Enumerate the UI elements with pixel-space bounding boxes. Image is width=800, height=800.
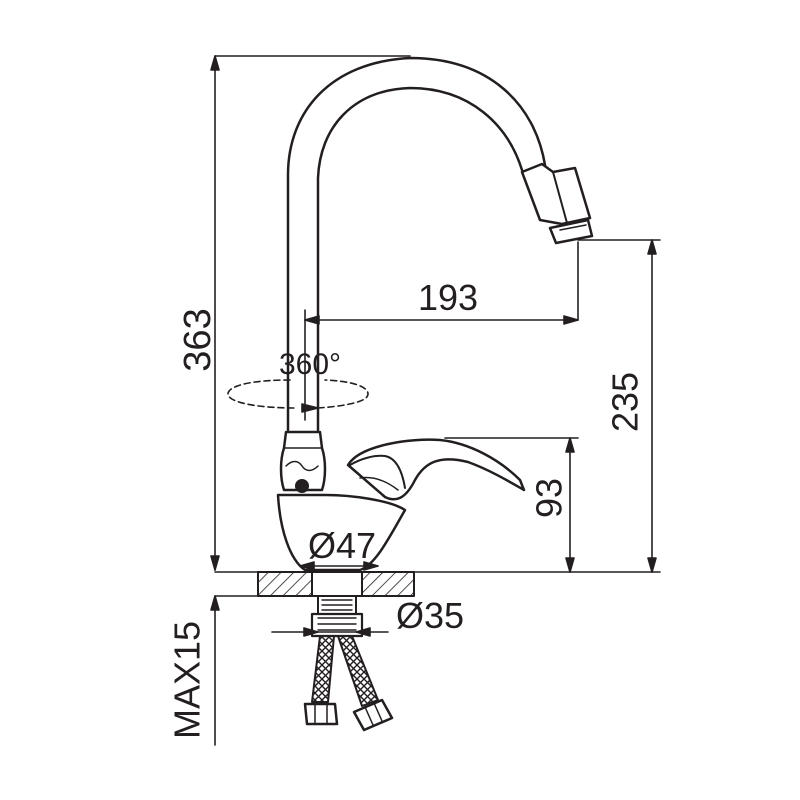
label-total-height: 363 bbox=[177, 308, 219, 371]
label-spout-height: 235 bbox=[605, 372, 646, 432]
spout-tube bbox=[286, 56, 547, 432]
label-base-diameter: Ø47 bbox=[308, 525, 376, 566]
spout-nozzle bbox=[520, 162, 594, 245]
label-spout-reach: 193 bbox=[418, 277, 478, 318]
dimension-labels: 363 193 235 93 360° Ø47 Ø35 MAX15 bbox=[167, 277, 646, 739]
mounting-shank bbox=[310, 595, 364, 638]
valve-body bbox=[276, 493, 407, 572]
label-thread-diameter: Ø35 bbox=[396, 595, 464, 636]
label-handle-height: 93 bbox=[529, 478, 570, 518]
hose-nut-left bbox=[303, 702, 339, 726]
label-max-counter: MAX15 bbox=[167, 621, 208, 739]
hose-nut-right bbox=[352, 698, 394, 732]
set-screw-icon bbox=[295, 479, 309, 493]
supply-hoses bbox=[303, 635, 394, 732]
label-rotation: 360° bbox=[279, 348, 341, 381]
countertop bbox=[257, 571, 415, 597]
dimension-lines bbox=[210, 55, 661, 746]
lever-handle bbox=[346, 438, 526, 501]
swivel-collar bbox=[279, 430, 327, 493]
